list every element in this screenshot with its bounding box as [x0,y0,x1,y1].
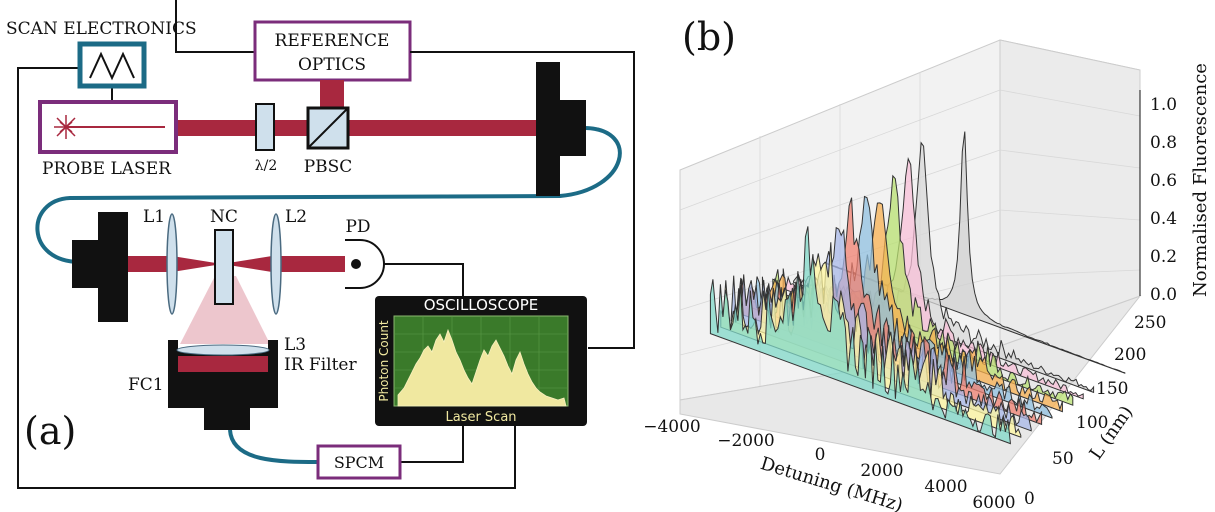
lens-l2 [270,213,282,315]
z-tick-1: 0.2 [1150,247,1177,267]
half-wave-label: λ/2 [255,158,278,174]
fc1-assembly [168,340,278,430]
fc1-label: FC1 [128,375,164,395]
fiber-coupler-left [72,212,128,322]
z-axis-label: Normalised Fluorescence [1190,63,1211,297]
panel-a: SCAN ELECTRONICS REFERENCE OPTICS PROBE … [6,0,635,489]
x-tick-0: −4000 [643,417,701,437]
ir-filter-label: IR Filter [284,355,357,375]
x-tick-2: 0 [815,445,826,465]
z-tick-4: 0.8 [1150,133,1177,153]
fluorescence-cone [180,276,270,344]
z-tick-2: 0.4 [1150,209,1177,229]
z-tick-0: 0.0 [1150,285,1177,305]
pbsc-label: PBSC [304,157,353,177]
spcm-box [316,444,402,480]
waterfall-series [709,131,1126,445]
nanocrystal-sample [214,229,234,305]
laser-star-icon [54,115,165,139]
y-tick-1: 50 [1052,449,1074,469]
nc-label: NC [210,207,238,227]
y-tick-5: 250 [1134,313,1166,333]
reference-optics-label-1: REFERENCE [275,31,390,51]
fiber-coupler-top [536,62,586,196]
reference-beam [320,80,344,108]
laser-beam-focus [128,256,345,272]
l1-label: L1 [143,207,165,227]
l3-label: L3 [284,335,306,355]
lens-l1 [166,213,178,315]
half-wave-plate [255,103,275,151]
y-tick-3: 150 [1096,379,1128,399]
panel-b: (b) 0.0 0.2 0.4 0.6 0. [643,15,1211,512]
x-tick-5: 6000 [972,493,1015,512]
scan-electronics-label: SCAN ELECTRONICS [6,19,197,39]
series-L20 [709,226,1011,445]
y-tick-2: 100 [1076,413,1108,433]
reference-optics-box [253,20,412,82]
panel-b-label: (b) [682,15,736,59]
oscilloscope-ylabel: Photon Count [377,320,391,402]
laser-beam-main [176,120,536,136]
y-tick-0: 0 [1024,489,1035,509]
z-tick-3: 0.6 [1150,171,1177,191]
oscilloscope-xlabel: Laser Scan [445,410,516,425]
oscilloscope-trace [397,328,567,407]
reference-optics-label-2: OPTICS [298,55,366,75]
l2-label: L2 [285,207,307,227]
triangle-wave-icon [89,51,135,81]
x-tick-4: 4000 [924,477,967,497]
y-tick-4: 200 [1114,345,1146,365]
probe-laser-label: PROBE LASER [42,159,172,179]
oscilloscope: OSCILLOSCOPE Laser Scan Photon Count [375,296,587,426]
panel-a-label: (a) [24,409,76,453]
x-tick-3: 2000 [860,461,903,481]
z-axis: 0.0 0.2 0.4 0.6 0.8 1.0 Normalised Fluor… [1139,63,1211,305]
spcm-label: SPCM [334,453,384,472]
photodiode [345,239,385,289]
x-tick-1: −2000 [717,431,775,451]
pd-label: PD [345,217,370,237]
z-tick-5: 1.0 [1150,95,1177,115]
oscilloscope-title: OSCILLOSCOPE [424,296,539,314]
